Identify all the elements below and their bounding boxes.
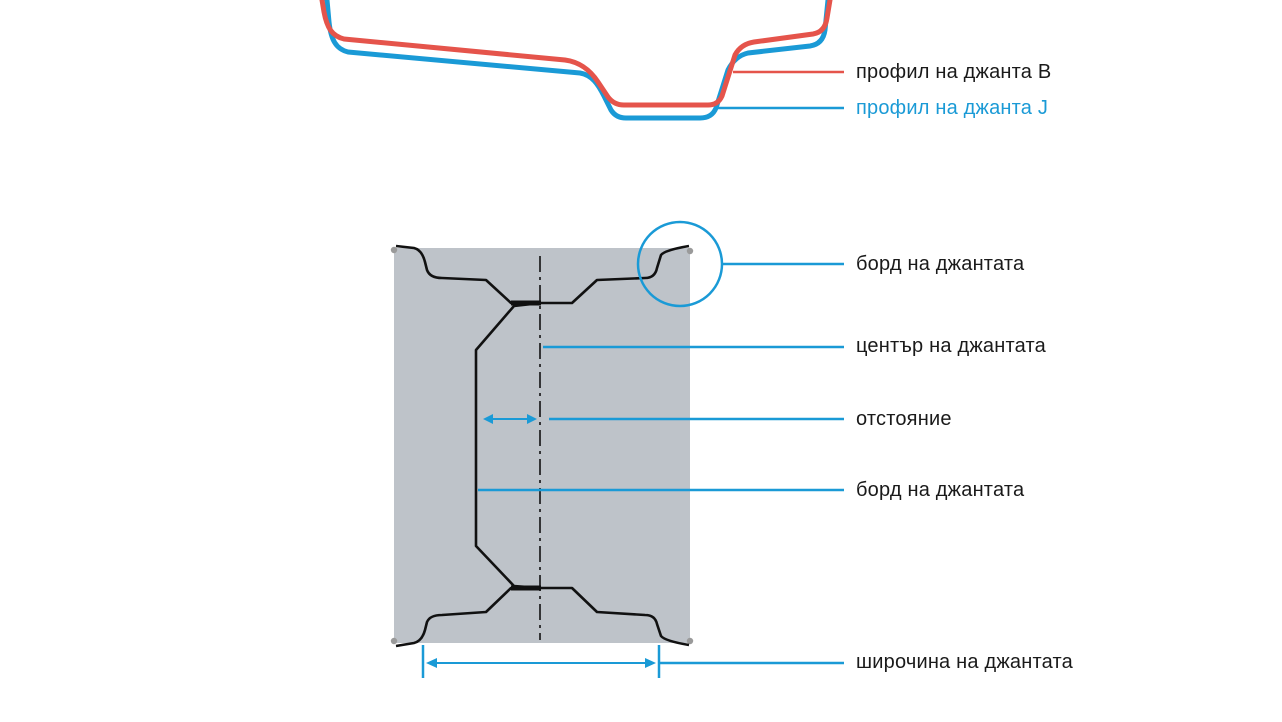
rim-width-label: широчина на джантата xyxy=(856,651,1073,673)
flange-corner-dot xyxy=(390,246,398,254)
width-dimension xyxy=(421,645,844,678)
offset-label: отстояние xyxy=(856,408,952,430)
rim-flange-inner-label: борд на джантата xyxy=(856,479,1025,501)
tire-area xyxy=(394,248,690,643)
rim-center-label: център на джантата xyxy=(856,335,1046,357)
flange-corner-dot xyxy=(686,247,694,255)
flange-corner-dot xyxy=(686,637,694,645)
offset-arrow xyxy=(483,414,537,424)
rim-b-profile-curve xyxy=(319,0,833,108)
rim-j-profile-curve xyxy=(324,0,831,121)
flange-corner-dot xyxy=(390,637,398,645)
rim-b-profile-label: профил на джанта B xyxy=(856,61,1052,83)
rim-j-profile-label: профил на джанта J xyxy=(856,97,1049,119)
rim-profile-comparison xyxy=(319,0,844,121)
rim-cross-section xyxy=(390,220,844,678)
rim-disc-outline xyxy=(474,301,542,590)
rim-flange-top-label: борд на джантата xyxy=(856,253,1025,275)
